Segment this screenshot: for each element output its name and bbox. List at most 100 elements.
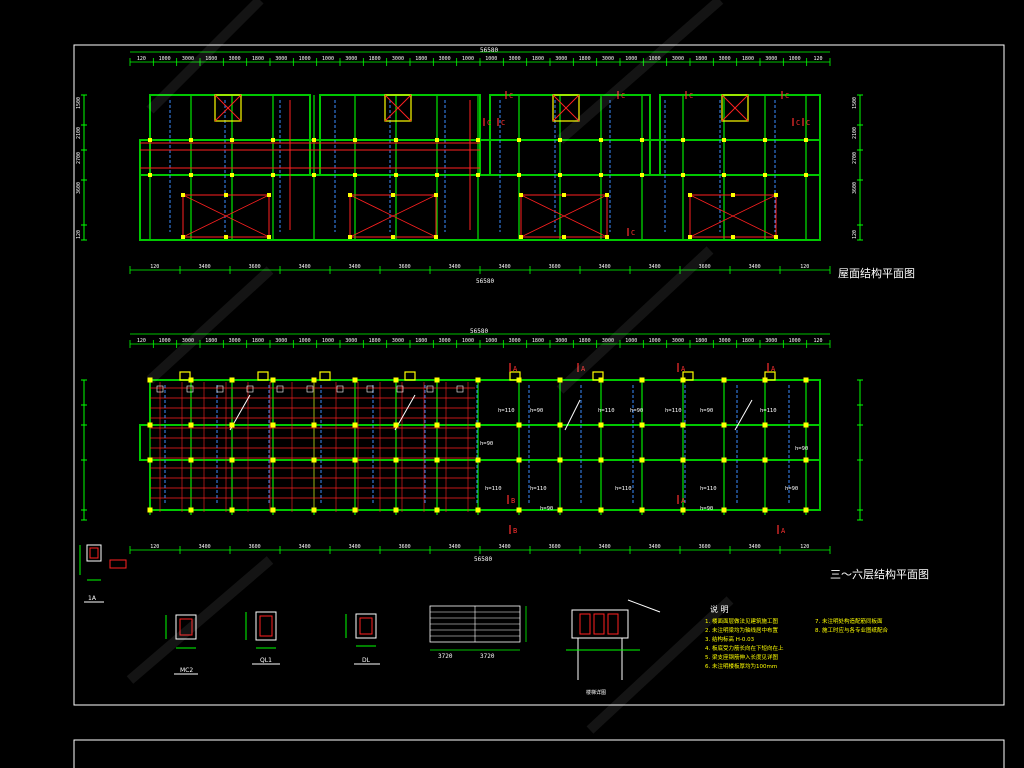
dimension-label: 3000 [275,56,287,62]
column-marker [721,457,727,463]
column-marker [434,193,438,197]
column-marker [393,422,399,428]
lower-room-band [139,174,821,241]
roof-unit-beam-outline [659,94,821,176]
stair-run-line [564,399,581,431]
dimension-label: 3000 [672,56,684,62]
notes-heading: 说 明 [710,605,729,614]
column-marker [562,193,566,197]
annotation-box [456,385,464,393]
section-mark-c: C [631,229,635,237]
dimension-label: 1800 [579,56,591,62]
dimension-label: 3000 [392,338,404,344]
stair-shaft-diagonal [689,194,777,238]
column-marker [803,507,809,513]
sheet-frame [73,44,1005,706]
column-marker [598,507,604,513]
dimension-label: 3000 [439,338,451,344]
dimension-label: 3600 [549,264,561,270]
side-dimension-label: 120 [76,230,82,239]
column-marker [804,138,808,142]
dimension-label: 3400 [449,264,461,270]
column-marker [803,422,809,428]
stair-shaft-diagonal [182,194,270,238]
watermark-bands [126,0,734,734]
dimension-label: 3000 [602,56,614,62]
stair-dim-left: 3720 [438,653,453,660]
column-marker [311,377,317,383]
section-mark-c: C [621,92,625,100]
column-marker [762,422,768,428]
roof-hatch-diagonal [721,94,749,122]
dimension-label: 3400 [299,264,311,270]
column-marker [311,457,317,463]
dimension-label: 3000 [509,56,521,62]
dimension-label: 3400 [649,544,661,550]
column-marker [516,507,522,513]
note-item: 7. 未注明处构造配筋同板面 [815,619,883,625]
dimension-label: 1000 [159,56,171,62]
dimension-label: 1000 [462,56,474,62]
column-marker [189,138,193,142]
column-marker [680,457,686,463]
slab-thickness-label: h=110 [700,486,717,492]
slab-thickness-label: h=90 [540,506,553,512]
column-head [404,371,416,381]
detail-drawings: 1A MC2 QL1 DL [79,544,661,696]
dimension-label: 120 [137,338,146,344]
dimension-label: 3000 [719,338,731,344]
column-marker [774,235,778,239]
note-item: 5. 梁支座钢筋伸入长度见详图 [705,655,778,661]
column-marker [722,138,726,142]
column-head [682,371,694,381]
column-marker [434,235,438,239]
dimension-label: 3000 [392,56,404,62]
column-marker [348,235,352,239]
slab-thickness-label: h=110 [530,486,547,492]
top-dimension-chain: 1201000300018003000180030001000100030001… [129,333,831,348]
floor-3-6-structure-plan: 1201000300018003000180030001000100030001… [81,328,863,563]
column-head [592,371,604,381]
column-marker [517,173,521,177]
roof-hatch-diagonal [552,94,580,122]
column-marker [557,422,563,428]
dimension-label: 1000 [462,338,474,344]
dimension-label: 1000 [625,338,637,344]
dimension-label: 1800 [369,56,381,62]
column-marker [475,377,481,383]
dimension-label: 3400 [749,544,761,550]
slab-thickness-label: h=90 [700,506,713,512]
column-marker [352,377,358,383]
column-marker [229,457,235,463]
column-marker [267,235,271,239]
dimension-label: 3000 [765,56,777,62]
column-marker [476,138,480,142]
dimension-label: 3600 [399,544,411,550]
plan1-total-dimension-bottom: 56580 [476,278,494,285]
dimension-label: 3000 [555,338,567,344]
dimension-label: 3600 [549,544,561,550]
column-marker [267,193,271,197]
dimension-label: 1800 [252,56,264,62]
column-marker [722,173,726,177]
section-mark-c: C [509,92,513,100]
plan2-total-dimension: 56580 [470,328,488,335]
roof-hatch-outline [552,94,580,122]
column-marker [188,457,194,463]
detail-label-mc2: MC2 [180,667,193,674]
detail-label-1a: 1A [88,595,97,602]
column-marker [394,138,398,142]
section-mark: B [511,497,515,505]
dimension-label: 3400 [349,544,361,550]
lower-room-band [149,459,821,511]
column-marker [434,422,440,428]
column-marker [803,377,809,383]
column-marker [270,457,276,463]
dimension-label: 1800 [695,338,707,344]
column-marker [599,173,603,177]
notes-block: 1. 楼面面层做法见建筑施工图 2. 未注明梁均为轴线居中布置 3. 结构标高 … [705,618,935,672]
side-dimension-label: 2100 [76,127,82,139]
roof-hatch-diagonal [214,94,242,122]
